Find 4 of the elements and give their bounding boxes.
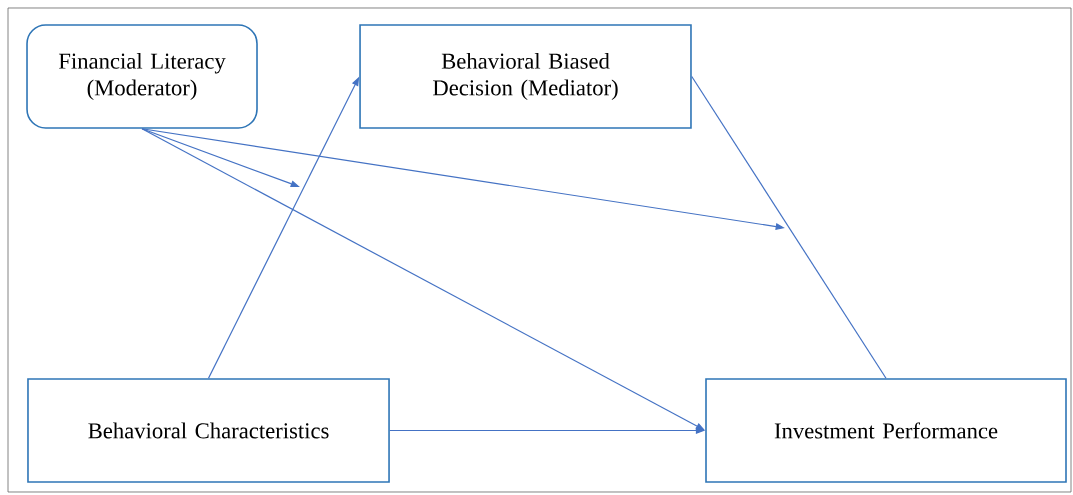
- process-box: Behavioral Characteristics: [27, 378, 390, 483]
- moderator-box: Financial Literacy (Moderator): [26, 24, 258, 129]
- process-box: Behavioral Biased Decision (Mediator): [359, 24, 692, 129]
- process-box: Investment Performance: [705, 378, 1067, 483]
